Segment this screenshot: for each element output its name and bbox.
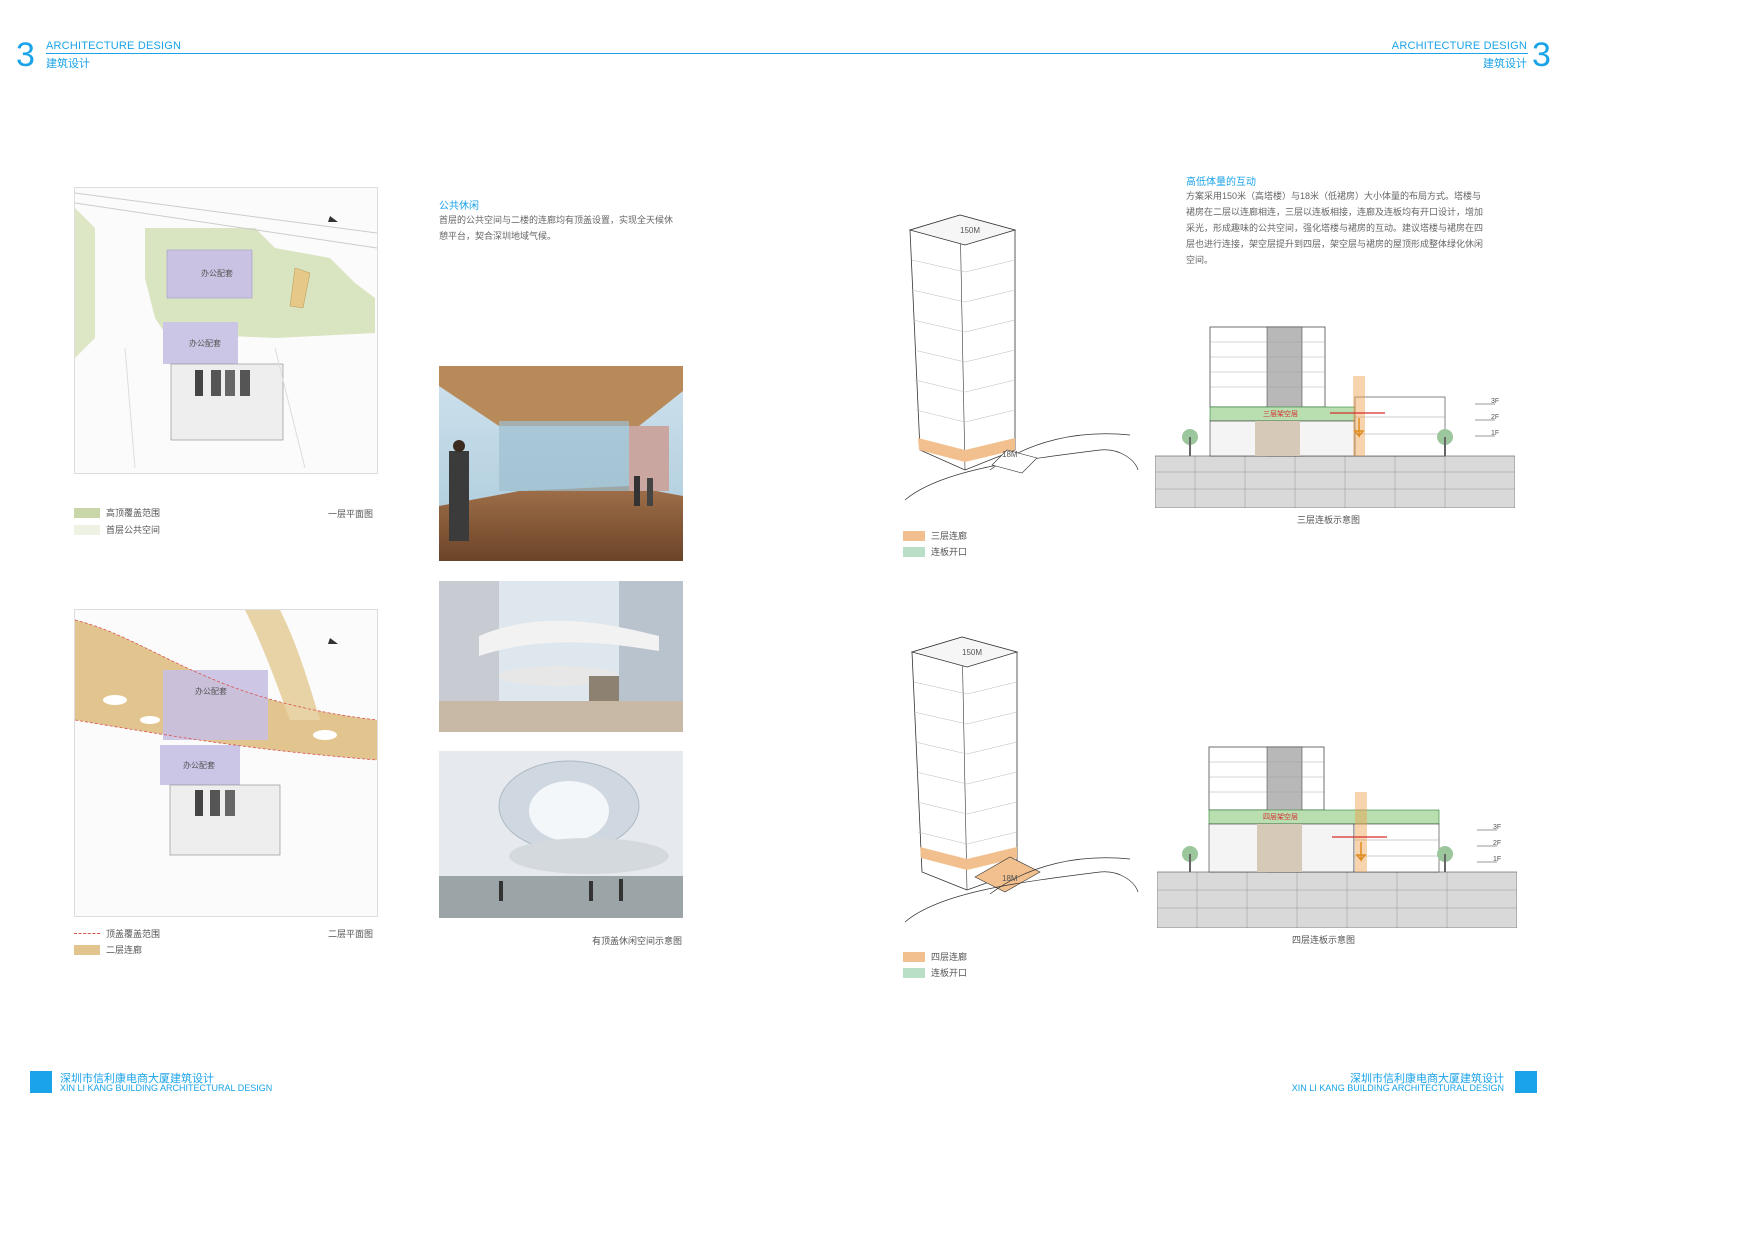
plan1-caption: 一层平面图: [328, 509, 374, 519]
office-label-top: 办公配套: [195, 687, 227, 696]
footer-title-en-left: XIN LI KANG BUILDING ARCHITECTURAL DESIG…: [60, 1083, 273, 1093]
tower2-legend-item: 连板开口: [903, 966, 967, 979]
ground-floor-plan-drawing: [74, 188, 378, 473]
legend-swatch: [903, 967, 925, 978]
legend-label: 连板开口: [931, 968, 968, 978]
plan2-legend-item: 二层连廊: [74, 943, 142, 956]
atrium-plaza-photo: [439, 581, 683, 732]
legend-swatch: [903, 951, 925, 962]
section2-level-2f: 2F: [1493, 840, 1502, 847]
section2-level-1f: 1F: [1493, 856, 1502, 863]
tower1-height-low: 18M: [1002, 450, 1018, 459]
legend-label: 顶盖覆盖范围: [106, 929, 161, 939]
tower1-legend-item: 连板开口: [903, 545, 967, 558]
chapter-title-en-right: ARCHITECTURE DESIGN: [1391, 40, 1527, 52]
section2-band-label: 四层架空层: [1263, 814, 1298, 821]
second-floor-plan: 办公配套 办公配套: [74, 609, 378, 917]
tower-diagram-3f: 150M 18M: [900, 210, 1140, 510]
footer-square-left: [30, 1071, 52, 1093]
chapter-number-left: 3: [16, 36, 35, 74]
legend-swatch: [74, 524, 100, 535]
section-diagram-4f: 四层架空层 3F 2F 1F: [1156, 742, 1518, 929]
section1-level-2f: 2F: [1491, 414, 1500, 421]
interaction-title: 高低体量的互动: [1186, 177, 1256, 188]
footer-title-en-right: XIN LI KANG BUILDING ARCHITECTURAL DESIG…: [1291, 1083, 1504, 1093]
header-rule: [46, 53, 1528, 54]
tower1-height-top: 150M: [960, 226, 981, 235]
plan2-caption: 二层平面图: [328, 929, 374, 939]
office-label-mid: 办公配套: [189, 339, 221, 348]
section1-level-3f: 3F: [1491, 398, 1500, 405]
tower2-legend-item: 四层连廊: [903, 950, 967, 963]
section2-caption: 四层连板示意图: [1292, 935, 1356, 945]
interaction-body: 方案采用150米（高塔楼）与18米（低裙房）大小体量的布局方式。塔楼与裙房在二层…: [1186, 191, 1484, 265]
section2-level-3f: 3F: [1493, 824, 1502, 831]
public-leisure-title: 公共休闲: [439, 201, 479, 212]
section1-band-label: 三层架空层: [1263, 411, 1298, 418]
legend-label: 三层连廊: [931, 531, 968, 541]
legend-label: 二层连廊: [106, 945, 143, 955]
legend-swatch: [903, 530, 925, 541]
second-floor-plan-drawing: [74, 610, 378, 916]
section1-caption: 三层连板示意图: [1297, 515, 1361, 525]
plan1-legend-item: 高顶覆盖范围: [74, 506, 160, 519]
section1-level-1f: 1F: [1491, 430, 1500, 437]
chapter-title-cn-right: 建筑设计: [1483, 58, 1527, 70]
office-label-mid: 办公配套: [183, 761, 215, 770]
public-leisure-body: 首层的公共空间与二楼的连廊均有顶盖设置，实现全天候休憩平台，契合深圳地域气候。: [439, 215, 674, 241]
section-diagram-3f: 三层架空层 3F 2F 1F: [1154, 322, 1516, 509]
tower-diagram-4f: 150M 18M: [900, 632, 1140, 932]
legend-label: 四层连廊: [931, 952, 968, 962]
legend-swatch: [903, 546, 925, 557]
legend-label: 高顶覆盖范围: [106, 508, 161, 518]
ground-floor-plan: 办公配套 办公配套: [74, 187, 378, 474]
glass-dome-photo: [439, 751, 683, 918]
legend-swatch: [74, 507, 100, 518]
footer-square-right: [1515, 1071, 1537, 1093]
chapter-title-cn-left: 建筑设计: [46, 58, 90, 70]
chapter-title-en-left: ARCHITECTURE DESIGN: [46, 40, 182, 52]
legend-label: 连板开口: [931, 547, 968, 557]
office-label-top: 办公配套: [201, 269, 233, 278]
footer-title-cn-right: 深圳市信利康电商大厦建筑设计: [1350, 1073, 1504, 1085]
legend-label: 首层公共空间: [106, 525, 161, 535]
plan1-legend-item: 首层公共空间: [74, 523, 160, 536]
tower1-legend-item: 三层连廊: [903, 529, 967, 542]
footer-title-cn-left: 深圳市信利康电商大厦建筑设计: [60, 1073, 214, 1085]
plan2-legend-item: 顶盖覆盖范围: [74, 927, 160, 940]
chapter-number-right: 3: [1532, 36, 1551, 74]
covered-walkway-photo: [439, 366, 683, 561]
legend-swatch: [74, 944, 100, 955]
photo-caption: 有顶盖休闲空间示意图: [592, 936, 683, 946]
legend-swatch-dashed: [74, 933, 100, 934]
tower2-height-top: 150M: [962, 648, 983, 657]
tower2-height-low: 18M: [1002, 874, 1018, 883]
